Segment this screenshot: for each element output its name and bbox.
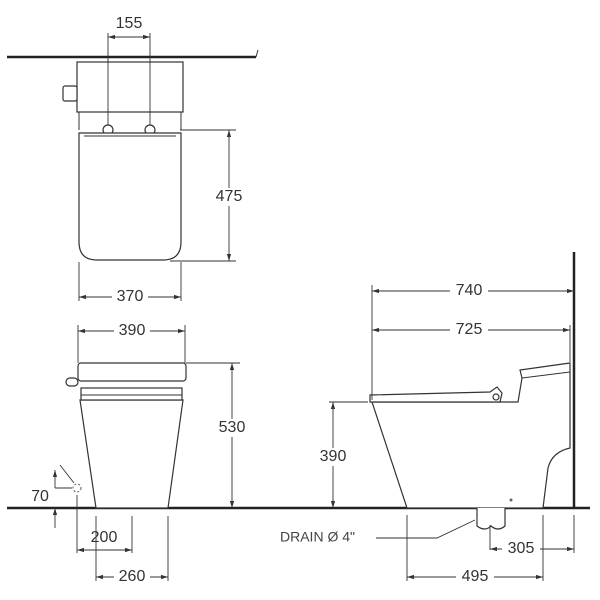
dim-260-label: 260 [119, 568, 146, 585]
seat-lid-top [78, 132, 182, 261]
drain-leader [376, 519, 476, 539]
leader-line [59, 464, 75, 484]
flush-button-front [65, 377, 79, 387]
drain-pipe [476, 508, 506, 530]
toilet-body-side [371, 362, 571, 509]
dim-70-label: 70 [31, 488, 49, 505]
dim-725-label: 725 [456, 321, 483, 338]
side-view: 740 725 390 DRAIN Ø 4" 305 495 [280, 252, 576, 586]
dim-200-label: 200 [91, 529, 118, 546]
water-inlet [72, 483, 82, 493]
tank-top [76, 61, 184, 113]
drain-label: DRAIN Ø 4" [280, 529, 355, 545]
dim-740-label: 740 [456, 282, 483, 299]
dim-390-front-label: 390 [119, 322, 146, 339]
tank-edge [521, 371, 571, 379]
top-view: 155 475 370 [7, 15, 259, 306]
dim-530-label: 530 [219, 419, 246, 436]
dim-495-label: 495 [462, 568, 489, 585]
dim-475-label: 475 [216, 188, 243, 205]
flush-button [62, 85, 78, 102]
toilet-body-front [79, 399, 184, 509]
front-view: 390 530 70 200 260 [7, 322, 590, 586]
wall-tick [255, 49, 259, 58]
hinge-side [492, 393, 500, 401]
seat-side [369, 386, 503, 403]
fixing-hole [509, 498, 513, 502]
dim-370-label: 370 [117, 288, 144, 305]
seat-front [80, 387, 183, 401]
dim-305-label: 305 [508, 540, 535, 557]
dim-155-label: 155 [116, 15, 143, 32]
seat-cover-front [77, 362, 187, 382]
dim-390-seat-label: 390 [320, 448, 347, 465]
